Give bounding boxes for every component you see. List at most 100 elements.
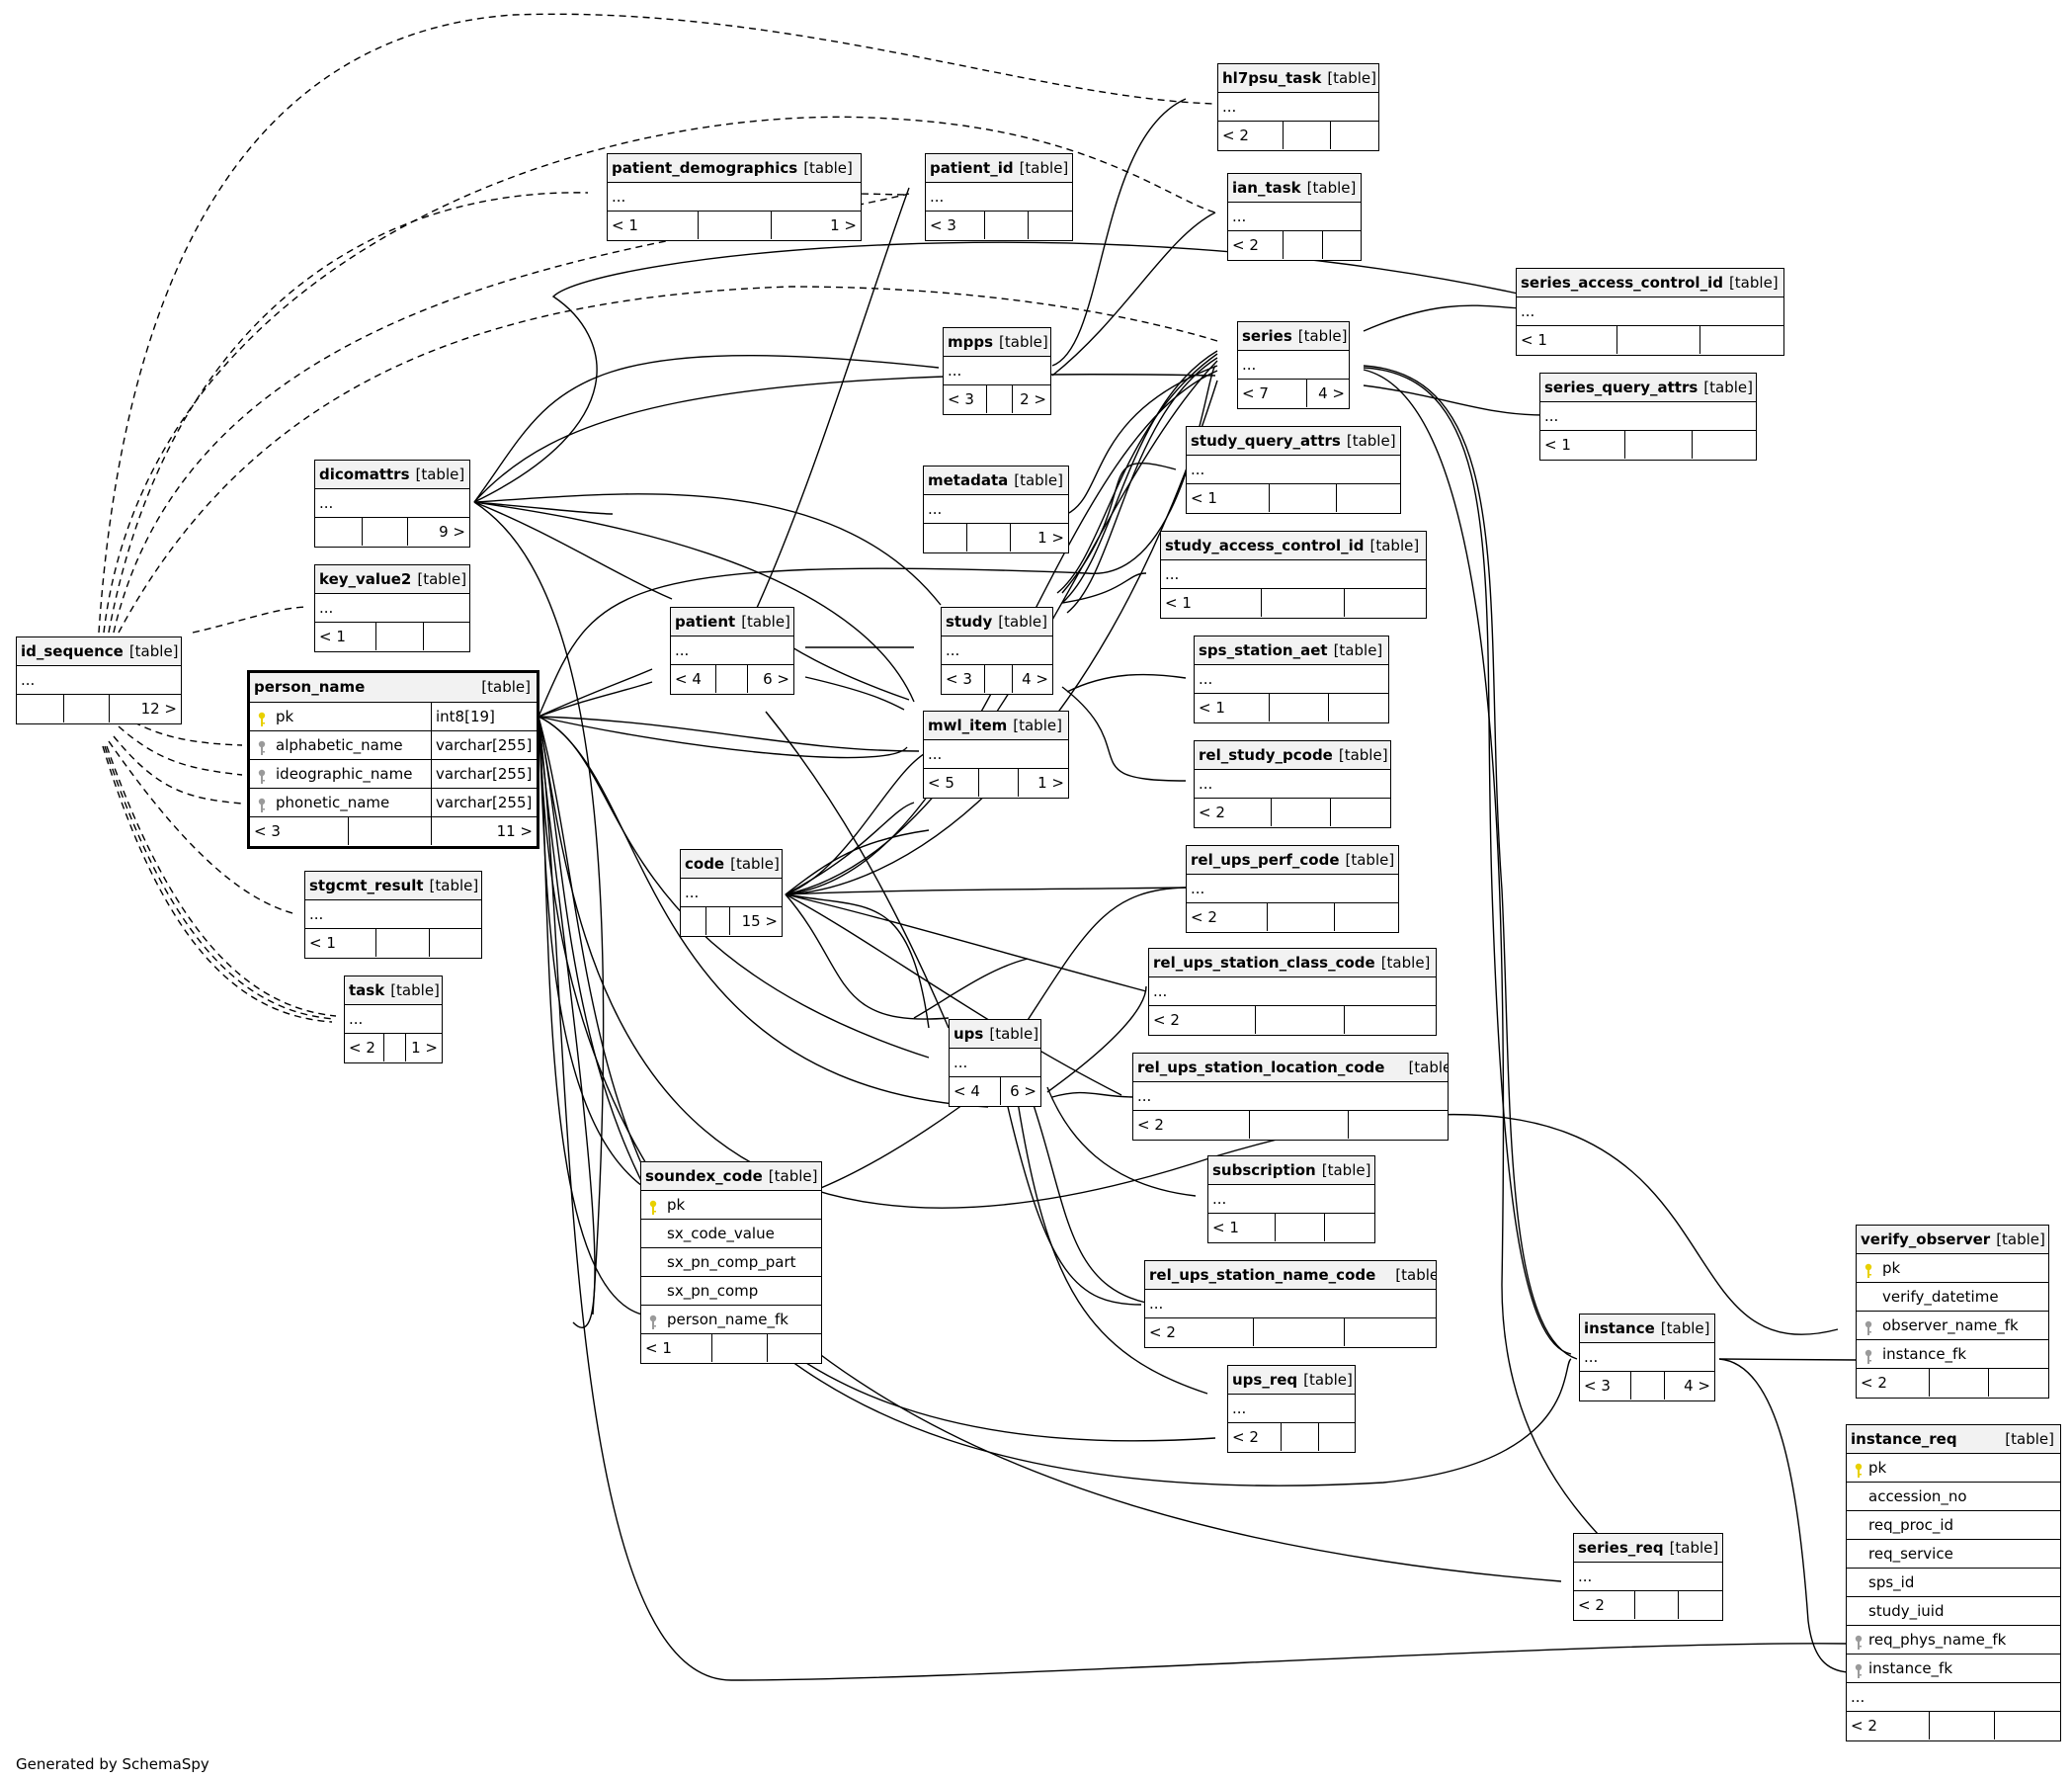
row-counts: < 2 bbox=[1133, 1111, 1448, 1140]
table-row: ... bbox=[1161, 560, 1426, 589]
table-row: ... bbox=[608, 183, 861, 212]
table-patient-id[interactable]: patient_id[table] ... < 3 bbox=[925, 153, 1073, 241]
table-header: soundex_code[table] bbox=[641, 1162, 821, 1191]
table-header: verify_observer[table] bbox=[1857, 1226, 2048, 1254]
table-key-value2[interactable]: key_value2[table] ... < 1 bbox=[314, 564, 470, 652]
table-verify-observer[interactable]: verify_observer[table] pk verify_datetim… bbox=[1856, 1225, 2049, 1399]
table-header: study_query_attrs[table] bbox=[1187, 427, 1400, 456]
index-key-icon bbox=[1865, 1317, 1872, 1335]
table-row: ... bbox=[1195, 770, 1390, 799]
table-rel-study-pcode[interactable]: rel_study_pcode[table] ... < 2 bbox=[1194, 740, 1391, 828]
column-row: study_iuid bbox=[1847, 1597, 2060, 1626]
table-instance-req[interactable]: instance_req[table] pk accession_no req_… bbox=[1846, 1424, 2061, 1741]
table-row: ... bbox=[926, 183, 1072, 212]
table-row: ... bbox=[1208, 1185, 1374, 1214]
table-rel-ups-station-name-code[interactable]: rel_ups_station_name_code[table] ... < 2 bbox=[1144, 1260, 1437, 1348]
table-id-sequence[interactable]: id_sequence[table] ... 12 > bbox=[16, 636, 182, 724]
table-header: dicomattrs[table] bbox=[315, 461, 469, 489]
table-code[interactable]: code[table] ... 15 > bbox=[680, 849, 783, 937]
table-hl7psu-task[interactable]: hl7psu_task[table] ... < 2 bbox=[1217, 63, 1379, 151]
table-header: instance[table] bbox=[1580, 1315, 1714, 1343]
table-header: rel_ups_perf_code[table] bbox=[1187, 846, 1398, 875]
column-row: instance_fk bbox=[1847, 1655, 2060, 1683]
row-counts: < 2 bbox=[1195, 799, 1390, 827]
column-row: verify_datetime bbox=[1857, 1283, 2048, 1312]
table-dicomattrs[interactable]: dicomattrs[table] ... 9 > bbox=[314, 460, 470, 548]
column-row: pk bbox=[641, 1191, 821, 1220]
column-row: req_service bbox=[1847, 1540, 2060, 1569]
index-key-icon bbox=[1855, 1660, 1863, 1678]
table-metadata[interactable]: metadata[table] ... 1 > bbox=[923, 466, 1069, 553]
table-row: ... bbox=[315, 594, 469, 623]
table-row: ... bbox=[1238, 351, 1349, 380]
column-row: pk bbox=[1857, 1254, 2048, 1283]
table-soundex-code[interactable]: soundex_code[table] pk sx_code_value sx_… bbox=[640, 1161, 822, 1364]
table-row: ... bbox=[924, 740, 1068, 769]
table-header: person_name[table] bbox=[250, 673, 537, 703]
table-series-access-control-id[interactable]: series_access_control_id[table] ... < 1 bbox=[1516, 268, 1784, 356]
column-row: person_name_fk bbox=[641, 1306, 821, 1334]
table-header: instance_req[table] bbox=[1847, 1425, 2060, 1454]
primary-key-icon bbox=[649, 1197, 657, 1215]
table-row: ... bbox=[944, 357, 1050, 385]
row-counts: < 1 bbox=[641, 1334, 821, 1363]
primary-key-icon bbox=[258, 709, 266, 726]
row-counts: < 2 bbox=[1228, 231, 1361, 260]
table-header: rel_ups_station_class_code[table] bbox=[1149, 949, 1436, 977]
column-row: sps_id bbox=[1847, 1569, 2060, 1597]
primary-key-icon bbox=[1865, 1260, 1872, 1278]
table-row: ... bbox=[345, 1005, 442, 1034]
index-key-icon bbox=[1865, 1346, 1872, 1364]
table-header: sps_station_aet[table] bbox=[1195, 636, 1388, 665]
row-counts: < 1 bbox=[1517, 326, 1783, 355]
column-row: sx_code_value bbox=[641, 1220, 821, 1248]
table-stgcmt-result[interactable]: stgcmt_result[table] ... < 1 bbox=[304, 871, 482, 959]
row-counts: < 2 bbox=[1857, 1369, 2048, 1398]
table-rel-ups-perf-code[interactable]: rel_ups_perf_code[table] ... < 2 bbox=[1186, 845, 1399, 933]
column-row: instance_fk bbox=[1857, 1340, 2048, 1369]
table-subscription[interactable]: subscription[table] ... < 1 bbox=[1207, 1155, 1375, 1243]
table-series-query-attrs[interactable]: series_query_attrs[table] ... < 1 bbox=[1539, 373, 1757, 461]
row-counts: 1 > bbox=[924, 524, 1068, 552]
table-header: patient[table] bbox=[671, 608, 793, 636]
table-study-query-attrs[interactable]: study_query_attrs[table] ... < 1 bbox=[1186, 426, 1401, 514]
index-key-icon bbox=[649, 1312, 657, 1329]
table-ups-req[interactable]: ups_req[table] ... < 2 bbox=[1227, 1365, 1356, 1453]
table-header: series_req[table] bbox=[1574, 1534, 1722, 1563]
table-rel-ups-station-class-code[interactable]: rel_ups_station_class_code[table] ... < … bbox=[1148, 948, 1437, 1036]
table-sps-station-aet[interactable]: sps_station_aet[table] ... < 1 bbox=[1194, 636, 1389, 723]
row-counts: 9 > bbox=[315, 518, 469, 547]
table-header: ian_task[table] bbox=[1228, 174, 1361, 203]
table-ian-task[interactable]: ian_task[table] ... < 2 bbox=[1227, 173, 1362, 261]
table-header: mpps[table] bbox=[944, 328, 1050, 357]
table-row: ... bbox=[1228, 203, 1361, 231]
table-row: ... bbox=[1517, 297, 1783, 326]
column-row: observer_name_fk bbox=[1857, 1312, 2048, 1340]
table-header: task[table] bbox=[345, 976, 442, 1005]
table-header: study_access_control_id[table] bbox=[1161, 532, 1426, 560]
row-counts: < 1 bbox=[1161, 589, 1426, 618]
table-header: series[table] bbox=[1238, 322, 1349, 351]
table-study-access-control-id[interactable]: study_access_control_id[table] ... < 1 bbox=[1160, 531, 1427, 619]
table-series-req[interactable]: series_req[table] ... < 2 bbox=[1573, 1533, 1723, 1621]
index-key-icon bbox=[258, 795, 266, 812]
generated-by-footer: Generated by SchemaSpy bbox=[16, 1755, 209, 1773]
table-rel-ups-station-location-code[interactable]: rel_ups_station_location_code[table] ...… bbox=[1132, 1053, 1449, 1141]
